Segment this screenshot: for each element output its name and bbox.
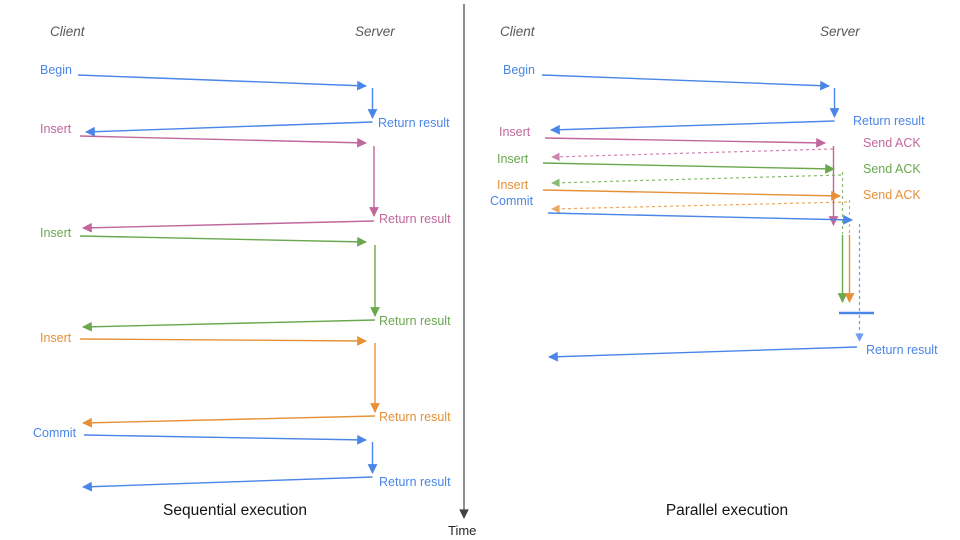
seq-insert1-label: Insert <box>40 122 72 136</box>
seq-insert1-return-label: Return result <box>379 212 451 226</box>
par-insert2-label: Insert <box>497 152 529 166</box>
par-insert2-ack-arrow <box>551 174 842 187</box>
seq-insert3-return-label: Return result <box>379 410 451 424</box>
seq-begin-return-arrow <box>85 121 373 137</box>
par-insert2-ack-label: Send ACK <box>863 162 921 176</box>
seq-commit-label: Commit <box>33 426 77 440</box>
seq-commit-return-label: Return result <box>379 475 451 489</box>
seq-insert2-return-label: Return result <box>379 314 451 328</box>
par-insert3-label: Insert <box>497 178 529 192</box>
seq-insert1-request-arrow <box>79 135 367 148</box>
par-commit-request-arrow <box>547 212 853 225</box>
par-begin-return-arrow <box>550 120 835 135</box>
par-begin-return-label: Return result <box>853 114 925 128</box>
par-panel-title: Parallel execution <box>665 502 789 519</box>
seq-begin-request-arrow <box>77 74 367 91</box>
seq-insert2-request-arrow <box>79 235 367 247</box>
seq-insert3-label: Insert <box>40 331 72 345</box>
par-commit-return-arrow <box>548 346 858 362</box>
seq-server-header: Server <box>355 24 395 39</box>
par-insert1-label: Insert <box>499 125 531 139</box>
par-begin-request-arrow <box>541 74 830 91</box>
par-commit-label: Commit <box>490 194 534 208</box>
par-client-header: Client <box>500 24 535 39</box>
seq-client-header: Client <box>50 24 85 39</box>
par-begin-label: Begin <box>503 63 535 77</box>
seq-commit-return-arrow <box>82 476 373 492</box>
seq-insert1-return-arrow <box>82 220 375 233</box>
par-insert2-request-arrow <box>542 162 835 174</box>
seq-panel-title: Sequential execution <box>163 502 307 519</box>
seq-insert2-return-arrow <box>82 319 376 332</box>
par-insert3-ack-arrow <box>551 201 848 214</box>
seq-insert3-request-arrow <box>79 336 367 346</box>
par-server-header: Server <box>820 24 860 39</box>
par-insert1-ack-arrow <box>551 148 834 161</box>
par-insert3-request-arrow <box>542 189 841 201</box>
seq-insert3-return-arrow <box>82 415 376 428</box>
seq-begin-return-label: Return result <box>378 116 450 130</box>
seq-commit-request-arrow <box>83 434 367 445</box>
par-insert1-request-arrow <box>544 137 826 148</box>
seq-insert2-label: Insert <box>40 226 72 240</box>
par-insert1-ack-label: Send ACK <box>863 136 921 150</box>
time-axis-label: Time <box>448 523 477 538</box>
par-insert3-ack-label: Send ACK <box>863 188 921 202</box>
par-commit-return-label: Return result <box>866 343 938 357</box>
seq-begin-label: Begin <box>40 63 72 77</box>
